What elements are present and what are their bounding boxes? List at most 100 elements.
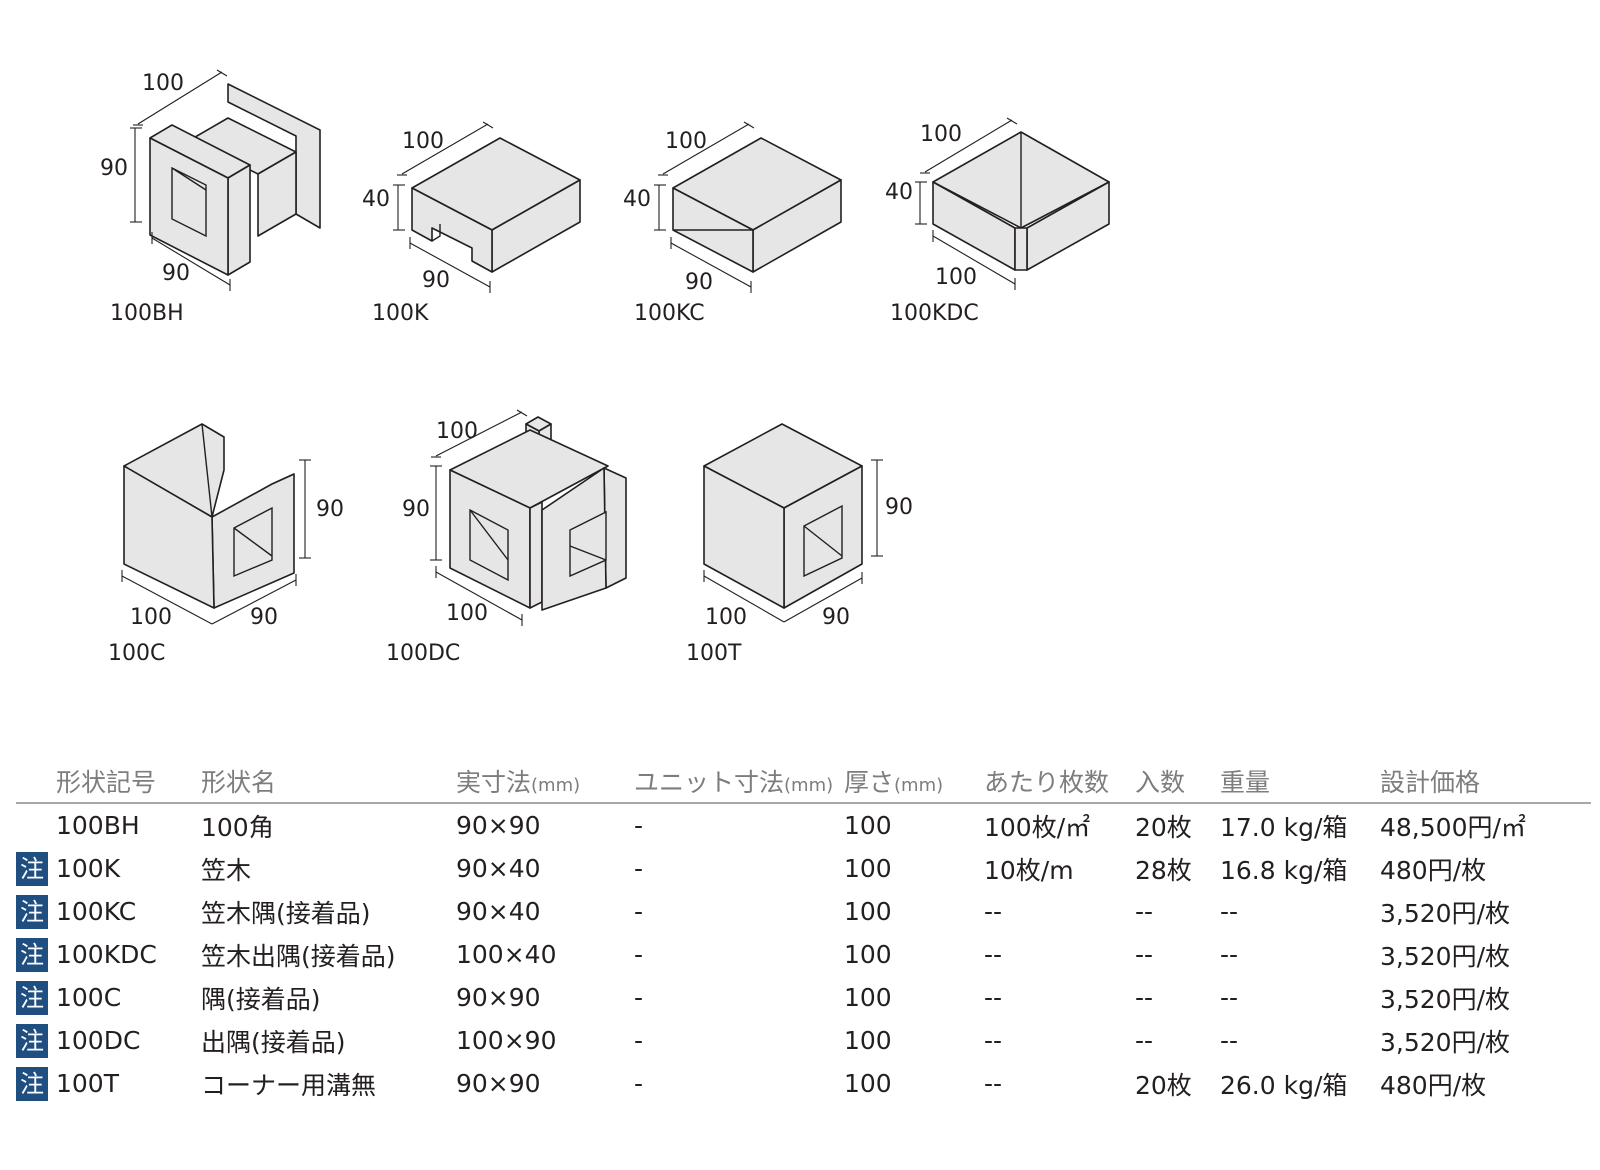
dim-label: 40	[362, 187, 390, 212]
block-100dc-drawing	[449, 416, 627, 611]
cell-note: 注	[16, 933, 56, 976]
cell-code: 100KDC	[56, 940, 157, 969]
cell-thickness: 100	[844, 854, 892, 883]
cell-name: 笠木出隅(接着品)	[201, 941, 396, 971]
cell-thickness: 100	[844, 983, 892, 1012]
figure-100c: 90 100 90 100C	[108, 423, 344, 666]
header-note-spacer	[16, 760, 56, 804]
dim-label: 90	[316, 497, 344, 522]
figure-code: 100K	[372, 301, 429, 326]
cell-quantity: --	[1135, 983, 1154, 1012]
header-cell: あたり枚数	[984, 760, 1135, 804]
figure-100bh: 100 90 90 100BH	[100, 69, 321, 326]
cell-quantity: 28枚	[1135, 855, 1192, 885]
cell-quantity: --	[1135, 940, 1154, 969]
cell-weight: 16.8 kg/箱	[1220, 855, 1348, 885]
note-badge: 注	[16, 894, 48, 929]
cell-weight: --	[1220, 1026, 1239, 1055]
dims-100t	[703, 459, 883, 623]
header-cell: 形状名	[201, 760, 456, 804]
shape-illustrations: 100 90 90 100BH 100 40 90 100K	[100, 69, 1110, 666]
cell-per-area: 100枚/㎡	[984, 812, 1091, 842]
block-100c-drawing	[123, 423, 295, 609]
cell-price: 480円/枚	[1380, 855, 1487, 885]
dim-label: 100	[665, 129, 707, 154]
cell-note: 注	[16, 1019, 56, 1062]
cell-weight: --	[1220, 897, 1239, 926]
cell-note: 注	[16, 1062, 56, 1105]
cell-name: 笠木隅(接着品)	[201, 898, 371, 928]
figure-100t: 90 100 90 100T	[686, 423, 913, 666]
cell-code: 100C	[56, 983, 122, 1012]
cell-name: コーナー用溝無	[201, 1070, 377, 1100]
dims-100k	[393, 121, 494, 293]
cell-size: 100×40	[456, 940, 557, 969]
cell-price: 3,520円/枚	[1380, 898, 1510, 928]
cell-size: 90×90	[456, 983, 541, 1012]
cell-weight: 17.0 kg/箱	[1220, 812, 1348, 842]
cell-code: 100K	[56, 854, 121, 883]
note-badge: 注	[16, 980, 48, 1015]
cell-price: 48,500円/㎡	[1380, 812, 1526, 842]
figure-code: 100C	[108, 641, 165, 666]
cell-code: 100KC	[56, 897, 137, 926]
figure-100k: 100 40 90 100K	[362, 121, 581, 326]
dim-label: 90	[162, 261, 190, 286]
dim-label: 100	[436, 419, 478, 444]
cell-per-area: --	[984, 983, 1003, 1012]
dim-label: 100	[130, 605, 172, 630]
dim-label: 40	[623, 187, 651, 212]
dim-label: 90	[250, 605, 278, 630]
cell-unit-size: -	[634, 940, 644, 969]
cell-thickness: 100	[844, 1069, 892, 1098]
figure-100kc: 100 40 90 100KC	[623, 121, 842, 326]
header-cell: 重量	[1220, 760, 1380, 804]
cell-per-area: 10枚/m	[984, 855, 1074, 885]
cell-note: 注	[16, 976, 56, 1019]
header-cell: 実寸法(mm)	[456, 760, 634, 804]
cell-code: 100BH	[56, 811, 140, 840]
cell-thickness: 100	[844, 811, 892, 840]
dim-label: 100	[446, 601, 488, 626]
table-header-row: 形状記号 形状名 実寸法(mm) ユニット寸法(mm) 厚さ(mm) あたり枚数…	[16, 760, 1591, 804]
cell-price: 480円/枚	[1380, 1070, 1487, 1100]
header-cell: 厚さ(mm)	[844, 760, 984, 804]
cell-name: 100角	[201, 812, 274, 842]
dim-label: 100	[920, 122, 962, 147]
cell-unit-size: -	[634, 1026, 644, 1055]
block-100kc-drawing	[672, 137, 842, 273]
cell-size: 100×90	[456, 1026, 557, 1055]
cell-unit-size: -	[634, 854, 644, 883]
cell-code: 100T	[56, 1069, 119, 1098]
cell-per-area: --	[984, 897, 1003, 926]
cell-note	[16, 803, 56, 847]
cell-weight: --	[1220, 983, 1239, 1012]
figure-code: 100T	[686, 641, 742, 666]
cell-name: 出隅(接着品)	[201, 1027, 346, 1057]
cell-price: 3,520円/枚	[1380, 984, 1510, 1014]
dim-label: 90	[885, 495, 913, 520]
figure-100kdc: 100 40 100 100KDC	[885, 117, 1110, 326]
block-100bh-drawing	[149, 83, 321, 276]
cell-size: 90×90	[456, 1069, 541, 1098]
dim-label: 90	[402, 497, 430, 522]
cell-unit-size: -	[634, 897, 644, 926]
cell-size: 90×40	[456, 854, 541, 883]
cell-unit-size: -	[634, 811, 644, 840]
spec-table: 形状記号 形状名 実寸法(mm) ユニット寸法(mm) 厚さ(mm) あたり枚数…	[16, 760, 1591, 1105]
dim-label: 100	[142, 71, 184, 96]
note-badge: 注	[16, 1023, 48, 1058]
cell-price: 3,520円/枚	[1380, 941, 1510, 971]
dim-label: 100	[705, 605, 747, 630]
figure-code: 100KDC	[890, 301, 979, 326]
dims-100bh	[130, 69, 231, 291]
cell-thickness: 100	[844, 1026, 892, 1055]
header-cell: ユニット寸法(mm)	[634, 760, 844, 804]
header-cell: 設計価格	[1380, 760, 1591, 804]
cell-price: 3,520円/枚	[1380, 1027, 1510, 1057]
